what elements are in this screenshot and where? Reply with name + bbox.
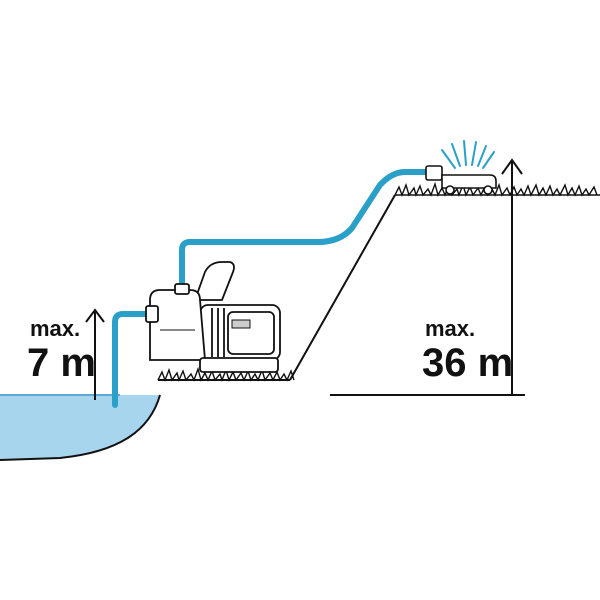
- suction-label-value: 7 m: [27, 341, 96, 385]
- delivery-arrow-head: [501, 158, 523, 175]
- sprinkler-body: [441, 174, 497, 189]
- pump-housing: [149, 289, 206, 361]
- grass-hilltop: [394, 181, 598, 198]
- water-bank-line: [0, 394, 161, 461]
- sprinkler-spray: [441, 140, 495, 169]
- pump-base: [199, 357, 279, 373]
- sprinkler: [425, 165, 497, 195]
- suction-label-prefix: max.: [30, 316, 80, 341]
- pump-inlet: [145, 305, 159, 323]
- delivery-label-value: 36 m: [422, 341, 513, 385]
- pump-motor-panel: [227, 311, 275, 355]
- pump-handle: [193, 261, 235, 301]
- garden-pump: [145, 261, 281, 373]
- delivery-label-prefix: max.: [425, 316, 475, 341]
- suction-hose: [112, 311, 153, 408]
- pump-outlet: [174, 283, 190, 295]
- pump-logo-plate: [231, 319, 251, 329]
- delivery-hose: [179, 169, 431, 291]
- suction-arrow-head: [85, 308, 105, 323]
- water-reservoir: [0, 395, 160, 460]
- sprinkler-connector: [425, 165, 443, 181]
- hill-slope-line: [289, 194, 396, 381]
